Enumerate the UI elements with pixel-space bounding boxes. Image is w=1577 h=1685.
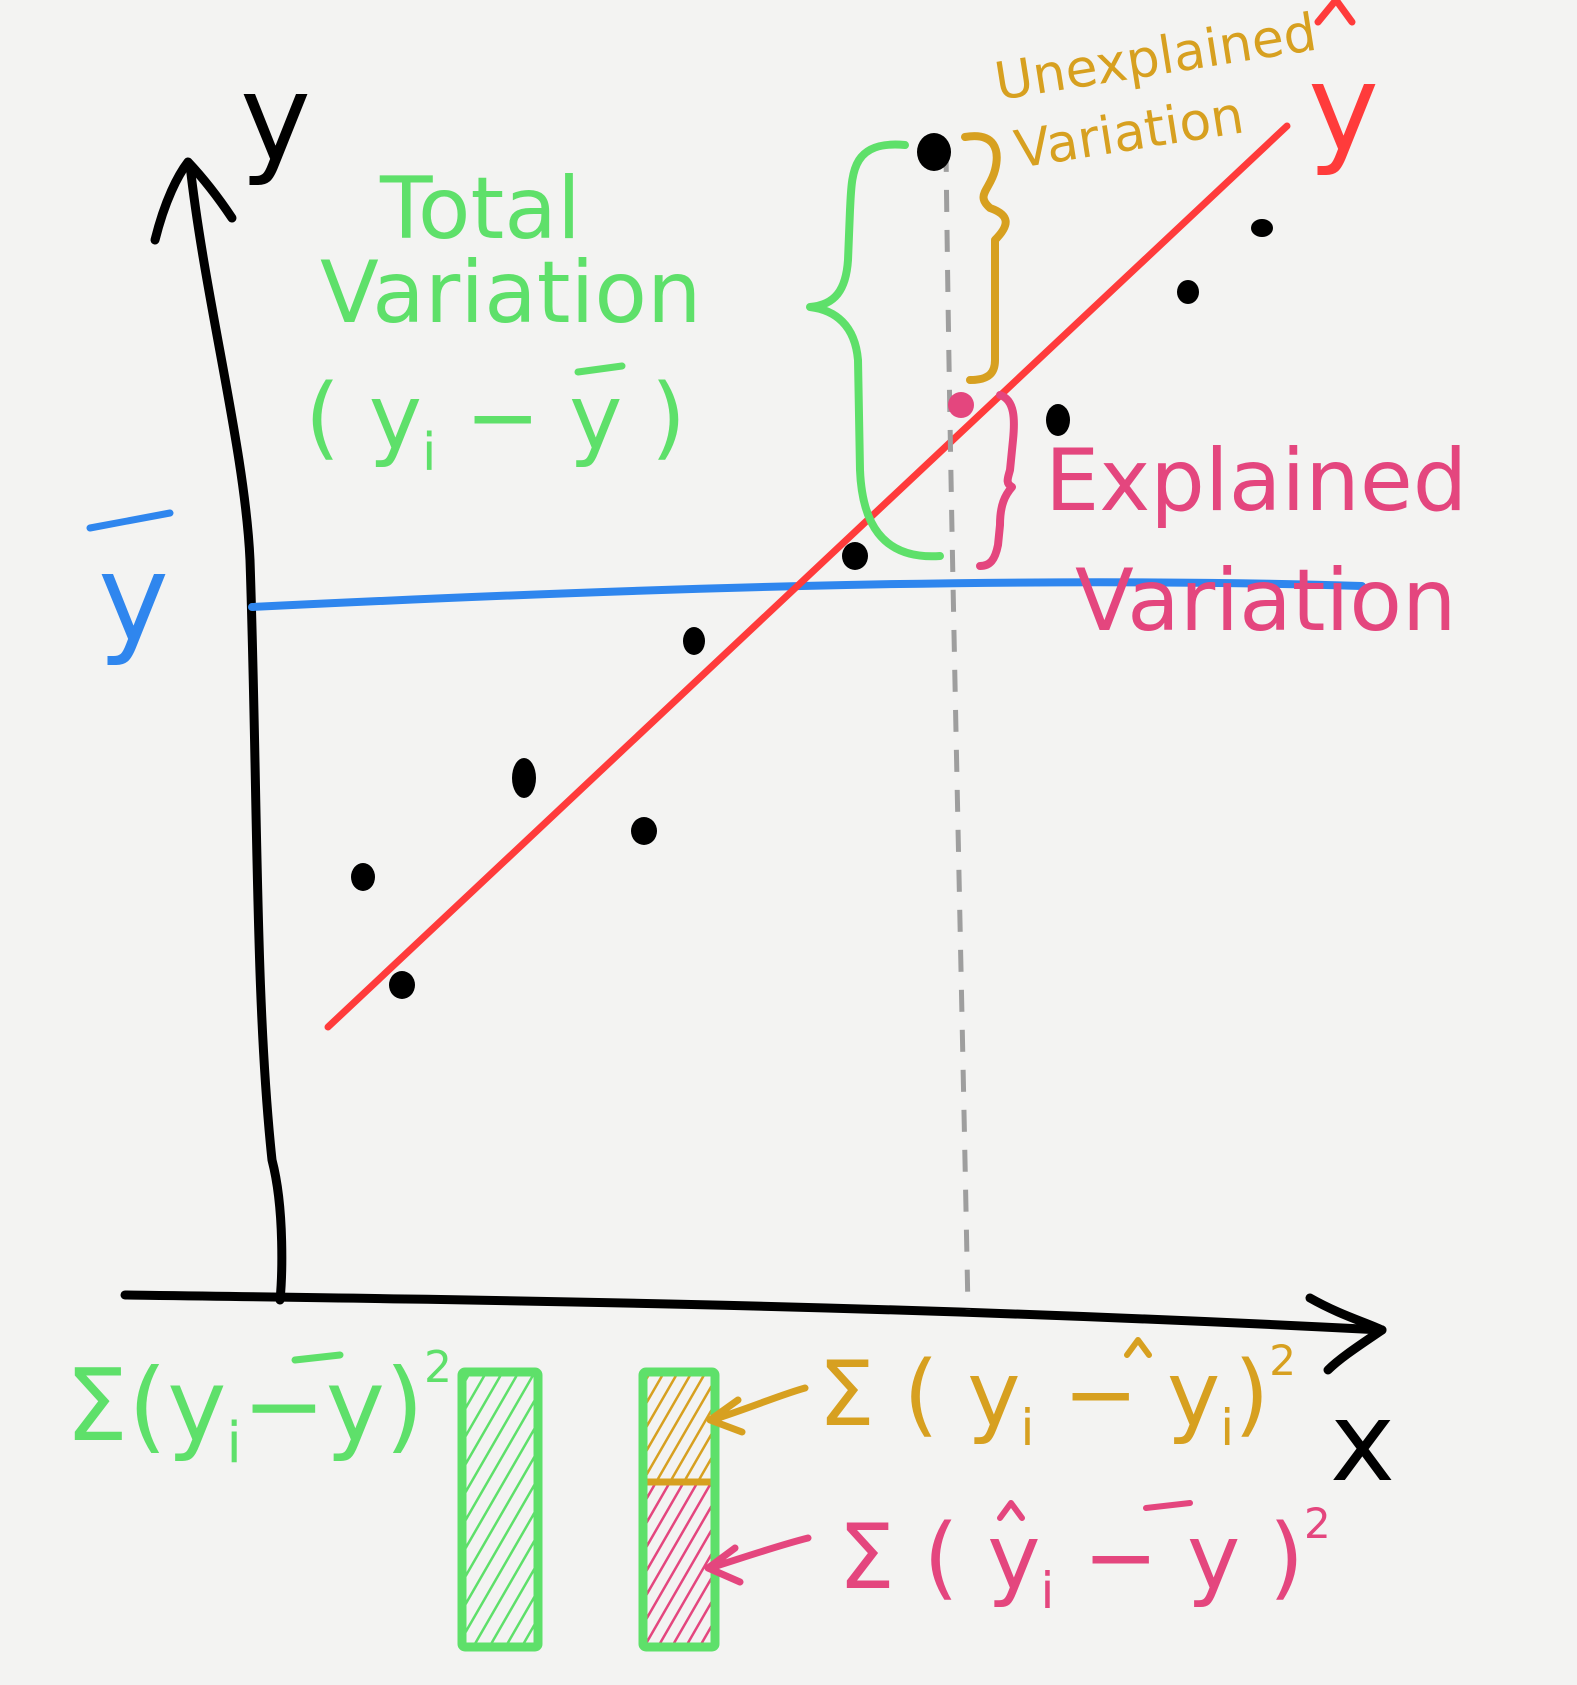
regression-label: y: [1308, 40, 1379, 179]
explained-variation-line1: Explained: [1045, 431, 1467, 531]
regression-label-hat: [1314, 0, 1356, 26]
data-point: [389, 971, 415, 999]
axes: [120, 157, 1387, 1375]
total-variation-line1: Total: [379, 159, 581, 259]
total-formula-bar: [574, 362, 626, 376]
bars: [457, 1367, 720, 1652]
explained-variation-brace: [976, 391, 1018, 570]
mean-label-bar: [86, 509, 174, 532]
data-point: [631, 817, 657, 845]
explained-variation-line2: Variation: [1075, 551, 1457, 651]
explained-ss-text: Σ ( yi − y )2: [838, 1499, 1331, 1620]
split-bar-frame: [638, 1367, 720, 1652]
explained-ss-formula: Σ ( yi − y )2: [838, 1499, 1331, 1620]
data-point: [1177, 280, 1199, 304]
total-ss-text: Σ(yi−y)2: [65, 1342, 452, 1476]
guide-line: [943, 149, 971, 1311]
total-ss-bar: [291, 1351, 344, 1364]
total-variation-annotation: Total Variation ( yi − y ): [305, 159, 702, 483]
fitted-point: [948, 392, 974, 418]
unexplained-variation-line1: Unexplained: [991, 3, 1321, 113]
total-bar-frame: [457, 1367, 543, 1652]
unexplained-ss-formula: Σ ( yi − yi)2: [818, 1336, 1296, 1457]
mean-label: y: [98, 530, 169, 669]
data-point: [1251, 219, 1273, 237]
explained-arrow: [704, 1534, 812, 1586]
unexplained-variation-brace: [961, 132, 1010, 384]
unexplained-ss-text: Σ ( yi − yi)2: [818, 1336, 1296, 1457]
x-axis: [120, 1290, 1387, 1335]
total-variation-line2: Variation: [320, 243, 702, 343]
y-axis-label: y: [240, 50, 311, 189]
unexplained-hat: [1124, 1337, 1152, 1358]
explained-hat: [997, 1500, 1025, 1521]
total-ss-formula: Σ(yi−y)2: [65, 1342, 452, 1476]
formula-arrows: [704, 1384, 812, 1586]
unexplained-arrow: [706, 1384, 809, 1436]
explained-mean-bar: [1143, 1500, 1193, 1511]
data-point: [512, 758, 536, 798]
explained-bar-fill: [643, 1482, 715, 1647]
data-points: [351, 133, 1273, 999]
explained-variation-annotation: Explained Variation: [1045, 431, 1467, 651]
total-bar-fill: [462, 1372, 538, 1647]
data-point: [842, 542, 868, 570]
x-axis-label: x: [1330, 1378, 1395, 1506]
unexplained-variation-annotation: Unexplained Variation: [991, 3, 1321, 181]
data-point: [351, 863, 375, 891]
unexplained-bar-fill: [643, 1372, 715, 1482]
data-point: [683, 627, 705, 655]
total-variation-brace: [806, 140, 944, 561]
y-axis-arrowhead: [150, 157, 237, 245]
y-axis: [185, 160, 287, 1305]
data-point: [1046, 404, 1070, 436]
data-point: [917, 133, 951, 171]
regression-line: [324, 122, 1291, 1031]
x-axis-arrowhead: [1305, 1293, 1387, 1375]
total-variation-formula: ( yi − y ): [305, 365, 686, 483]
